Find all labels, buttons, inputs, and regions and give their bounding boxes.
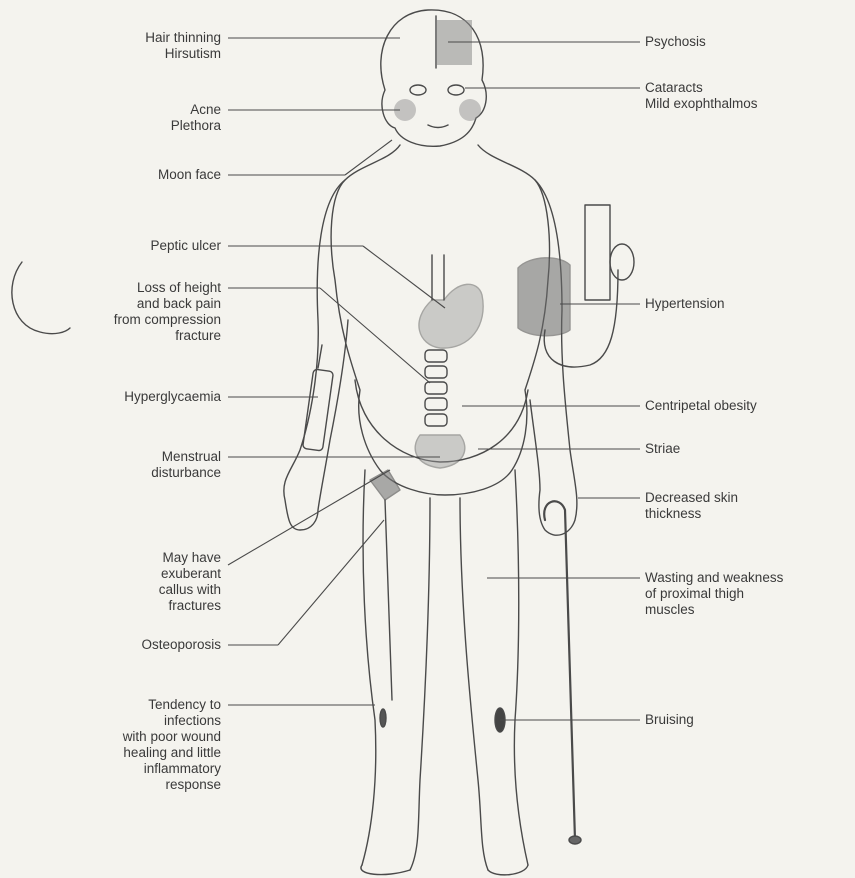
arm-right — [530, 180, 577, 535]
syringe — [303, 369, 334, 451]
label-hair-thinning: Hair thinning Hirsutism — [145, 30, 221, 62]
label-hyperglycaemia: Hyperglycaemia — [124, 389, 221, 405]
label-infections: Tendency to infections with poor wound h… — [123, 697, 221, 793]
label-cataracts: Cataracts Mild exophthalmos — [645, 80, 758, 112]
leg-right — [514, 470, 528, 865]
label-psychosis: Psychosis — [645, 34, 706, 50]
label-wasting: Wasting and weakness of proximal thigh m… — [645, 570, 783, 618]
label-bruising: Bruising — [645, 712, 694, 728]
bp-cuff — [518, 258, 570, 336]
bp-bulb — [610, 244, 634, 280]
sphygmomanometer — [585, 205, 610, 300]
leg-inner-left — [410, 498, 430, 870]
cane-tip — [569, 836, 581, 844]
label-skin-thickness: Decreased skin thickness — [645, 490, 738, 522]
stomach — [419, 284, 483, 348]
foot-right — [488, 865, 528, 875]
eye-right — [448, 85, 464, 95]
crutch — [370, 470, 400, 500]
leader-lines — [228, 38, 640, 720]
foot-left — [361, 865, 410, 875]
esophagus — [432, 255, 444, 300]
eye-left — [410, 85, 426, 95]
label-peptic-ulcer: Peptic ulcer — [150, 238, 221, 254]
label-hypertension: Hypertension — [645, 296, 725, 312]
cheek-right — [459, 99, 481, 121]
mouth — [428, 125, 448, 128]
label-moon-face: Moon face — [158, 167, 221, 183]
label-menstrual: Menstrual disturbance — [151, 449, 221, 481]
label-osteoporosis: Osteoporosis — [141, 637, 221, 653]
label-loss-of-height: Loss of height and back pain from compre… — [114, 280, 221, 344]
arm-left — [284, 180, 348, 530]
margin-arc — [12, 262, 70, 334]
bruise-mark-left — [380, 709, 386, 727]
cane — [544, 501, 575, 840]
label-centripetal-obesity: Centripetal obesity — [645, 398, 757, 414]
label-striae: Striae — [645, 441, 680, 457]
label-callus: May have exuberant callus with fractures — [159, 550, 221, 614]
leg-left — [362, 470, 376, 865]
pelvis — [415, 435, 465, 468]
leg-inner-right — [460, 498, 488, 870]
label-acne: Acne Plethora — [171, 102, 221, 134]
spine-vertebrae — [425, 350, 447, 426]
